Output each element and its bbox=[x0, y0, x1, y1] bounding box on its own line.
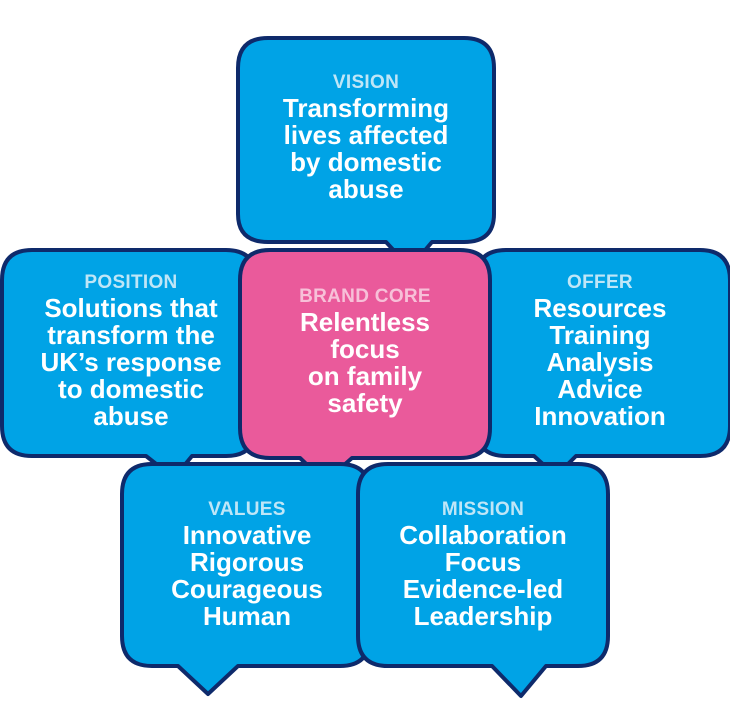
mission-label: MISSION bbox=[441, 499, 525, 520]
values-text: Innovative Rigorous Courageous Human bbox=[171, 520, 323, 631]
mission-bubble bbox=[356, 462, 610, 698]
mission-text-block: MISSION Collaboration Focus Evidence-led… bbox=[358, 499, 608, 630]
offer-text: Resources Training Analysis Advice Innov… bbox=[533, 293, 667, 431]
offer-text-block: OFFER Resources Training Analysis Advice… bbox=[474, 272, 726, 430]
position-text-block: POSITION Solutions that transform the UK… bbox=[2, 272, 260, 430]
vision-text: Transforming lives affected by domestic … bbox=[282, 93, 450, 204]
brand-core-label: BRAND CORE bbox=[299, 286, 431, 307]
offer-label: OFFER bbox=[567, 272, 633, 293]
values-label: VALUES bbox=[208, 499, 286, 520]
mission-text: Collaboration Focus Evidence-led Leaders… bbox=[399, 520, 567, 631]
brand-core-text: Relentless focus on family safety bbox=[299, 307, 431, 418]
vision-text-block: VISION Transforming lives affected by do… bbox=[238, 72, 494, 203]
vision-label: VISION bbox=[332, 72, 400, 93]
position-label: POSITION bbox=[84, 272, 178, 293]
position-text: Solutions that transform the UK’s respon… bbox=[40, 293, 222, 431]
brand-core-text-block: BRAND CORE Relentless focus on family sa… bbox=[240, 286, 490, 417]
values-text-block: VALUES Innovative Rigorous Courageous Hu… bbox=[122, 499, 372, 630]
